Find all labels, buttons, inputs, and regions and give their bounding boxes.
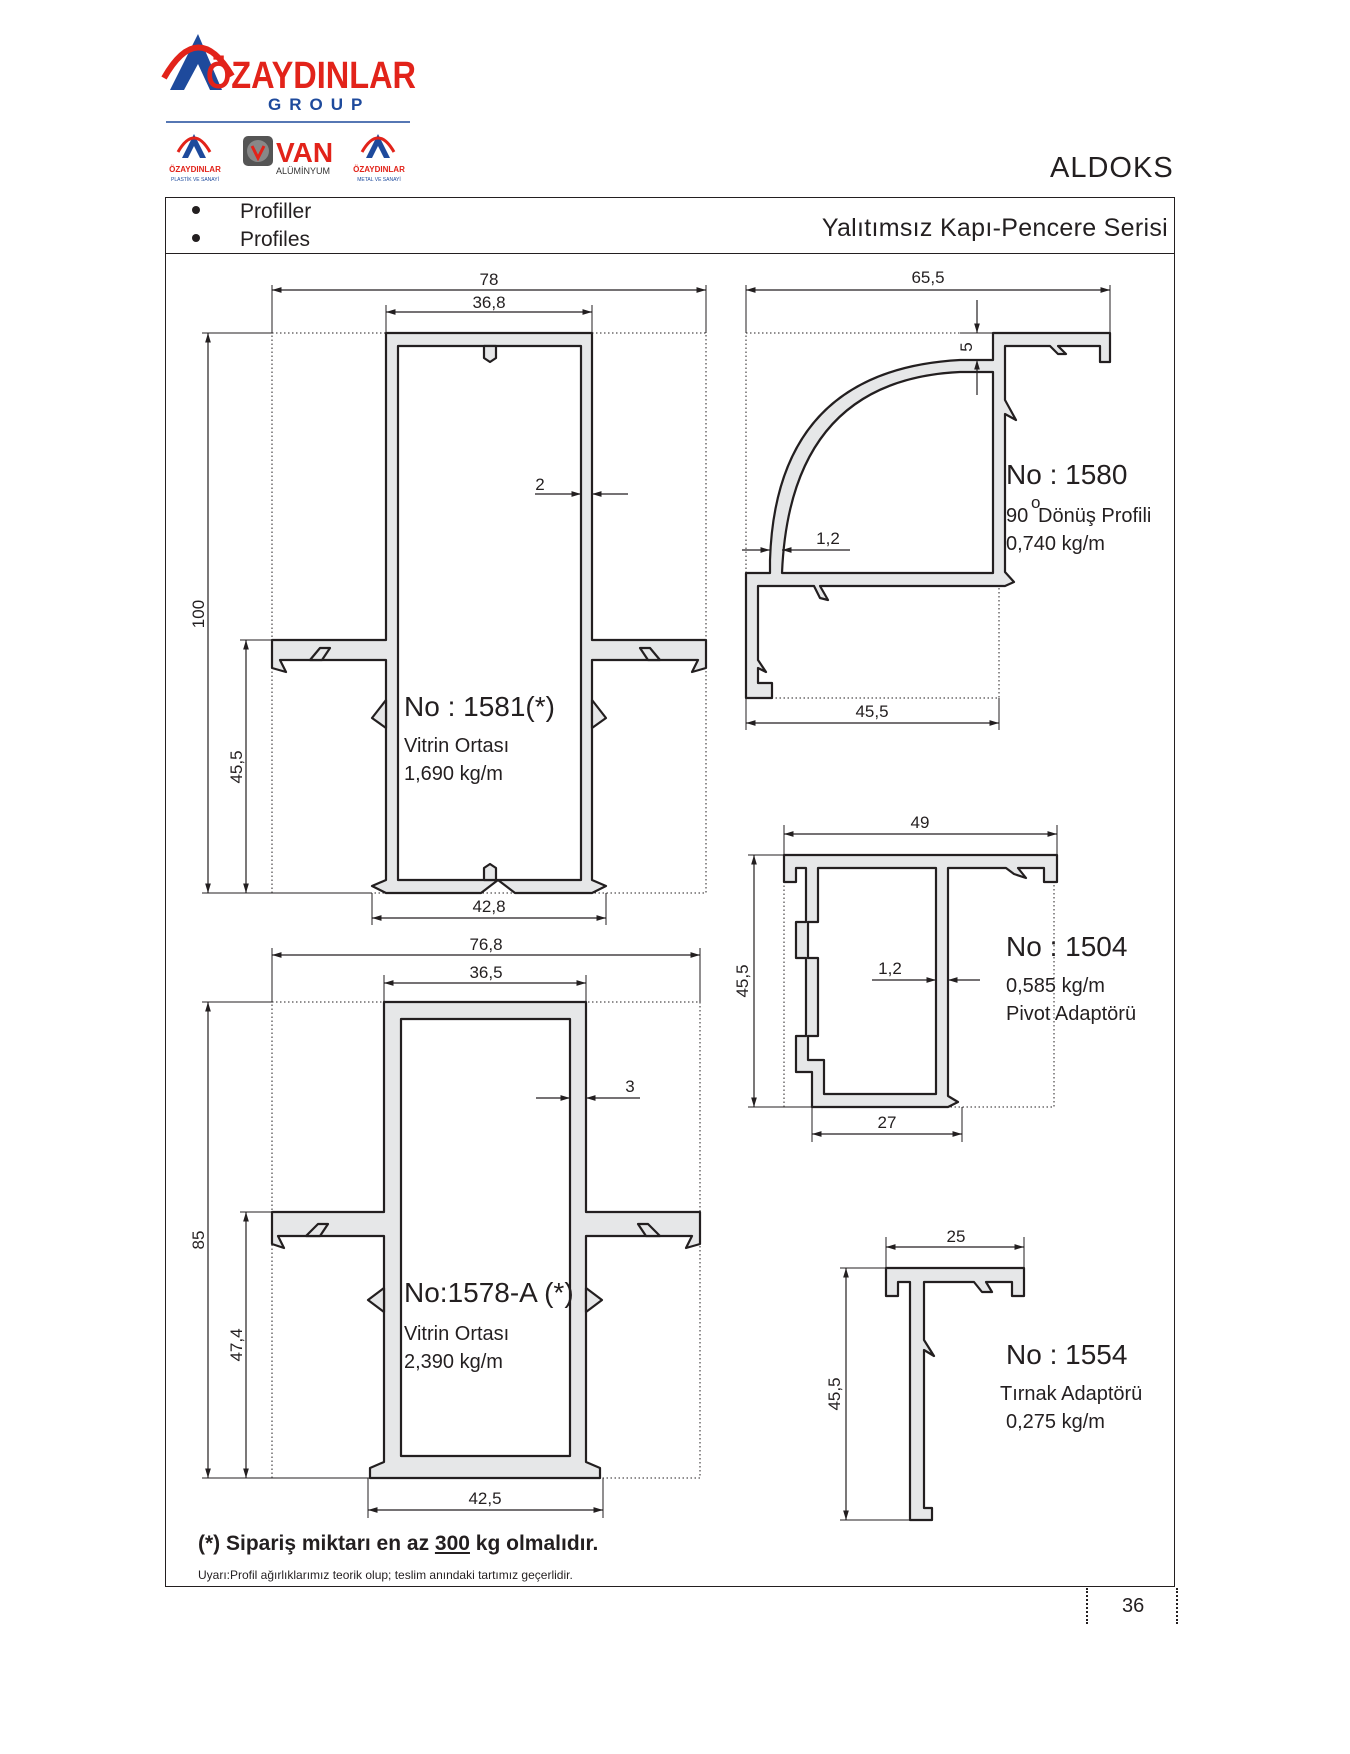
profile-1504: 49 45,5 1,2 27 No : 1504 0,585 kg/m Pivo… xyxy=(733,813,1136,1142)
dim-1580-top: 5 xyxy=(957,342,976,351)
profile-1554-desc: Tırnak Adaptörü xyxy=(1000,1383,1142,1405)
profile-1504-weight: 0,585 kg/m xyxy=(1006,975,1105,997)
dim-1580-width: 65,5 xyxy=(911,268,944,287)
page-number: 36 xyxy=(1122,1595,1145,1617)
dim-1504-height: 45,5 xyxy=(733,964,752,997)
profile-1580: 65,5 5 1,2 45,5 No : 1580 90 o Dönüş Pro… xyxy=(742,268,1151,730)
profile-1581-shape xyxy=(270,331,708,895)
dim-1554-height: 45,5 xyxy=(825,1377,844,1410)
dim-1580-wall: 1,2 xyxy=(816,529,840,548)
min-order-note: (*) Sipariş miktarı en az 300 kg olmalıd… xyxy=(198,1532,599,1555)
dim-1578a-lower: 47,4 xyxy=(227,1328,246,1361)
dim-1554-width: 25 xyxy=(947,1227,966,1246)
dim-1581-wall: 2 xyxy=(535,475,544,494)
bullet-dot-icon xyxy=(192,234,200,243)
bullet-dot-icon xyxy=(192,206,200,215)
ozaydinlar-group-logo: ÖZAYDINLAR GROUP xyxy=(161,34,416,123)
dim-1581-height: 100 xyxy=(189,600,208,628)
profile-1580-desc-deg: 90 xyxy=(1006,505,1028,527)
svg-text:METAL VE SANAYİ: METAL VE SANAYİ xyxy=(357,176,401,183)
ozaydinlar-metal-logo: ÖZAYDINLAR METAL VE SANAYİ xyxy=(353,134,405,183)
svg-text:ÖZAYDINLAR: ÖZAYDINLAR xyxy=(353,165,405,174)
profile-1578a-number: No:1578-A (*) xyxy=(404,1277,574,1308)
profile-1580-weight: 0,740 kg/m xyxy=(1006,533,1105,555)
dim-1578a-height: 85 xyxy=(189,1231,208,1250)
profile-1554-weight: 0,275 kg/m xyxy=(1006,1411,1105,1433)
profile-1578a-shape xyxy=(270,1000,702,1480)
svg-text:ÖZAYDINLAR: ÖZAYDINLAR xyxy=(169,165,221,174)
profile-1580-shape xyxy=(744,331,1112,700)
dim-1578a-wall: 3 xyxy=(625,1077,634,1096)
profile-1554-number: No : 1554 xyxy=(1006,1339,1127,1370)
page-number-divider-right xyxy=(1176,1588,1178,1624)
bullet-item-en: Profiles xyxy=(192,228,310,252)
profile-1504-number: No : 1504 xyxy=(1006,931,1127,962)
profile-1554-shape xyxy=(884,1266,1026,1522)
series-name: ALDOKS xyxy=(1050,152,1174,184)
content-frame xyxy=(165,197,1175,1587)
weight-warning: Uyarı:Profil ağırlıklarımız teorik olup;… xyxy=(198,1568,573,1582)
profile-1581: 78 36,8 100 45,5 2 42,8 No : 1581(*) Vit… xyxy=(189,270,708,925)
profile-1578a: 76,8 36,5 85 47,4 3 42,5 No:1578-A (*) V… xyxy=(189,935,702,1518)
profile-1581-number: No : 1581(*) xyxy=(404,691,555,722)
svg-text:ALÜMİNYUM: ALÜMİNYUM xyxy=(276,166,330,176)
logo-a-mark-icon xyxy=(170,34,222,90)
dim-1504-wall: 1,2 xyxy=(878,959,902,978)
dim-1580-bottom: 45,5 xyxy=(855,702,888,721)
profile-1504-desc: Pivot Adaptörü xyxy=(1006,1003,1136,1025)
page-number-divider-left xyxy=(1086,1588,1088,1624)
svg-text:VAN: VAN xyxy=(276,137,333,168)
van-aluminyum-logo: VAN ALÜMİNYUM xyxy=(243,136,333,176)
dim-1581-lower: 45,5 xyxy=(227,750,246,783)
dim-1581-width: 78 xyxy=(480,270,499,289)
profile-1554: 25 45,5 No : 1554 Tırnak Adaptörü 0,275 … xyxy=(825,1227,1142,1522)
profile-1578a-weight: 2,390 kg/m xyxy=(404,1351,503,1373)
dim-1578a-inner: 36,5 xyxy=(469,963,502,982)
header-divider xyxy=(165,253,1175,254)
logo-main-sub: GROUP xyxy=(268,95,370,114)
bullet-item-tr: Profiller xyxy=(192,200,311,224)
ozaydinlar-plastik-logo: ÖZAYDINLAR PLASTİK VE SANAYİ xyxy=(169,134,221,183)
series-title: Yalıtımsız Kapı-Pencere Serisi xyxy=(821,214,1168,242)
profile-1580-desc: Dönüş Profili xyxy=(1038,505,1151,527)
logo-main-name: ÖZAYDINLAR xyxy=(206,54,416,97)
profile-1580-number: No : 1580 xyxy=(1006,459,1127,490)
profile-1581-desc: Vitrin Ortası xyxy=(404,735,509,757)
dim-1504-bottom: 27 xyxy=(878,1113,897,1132)
dim-1578a-bottom: 42,5 xyxy=(468,1489,501,1508)
profile-1581-weight: 1,690 kg/m xyxy=(404,763,503,785)
dim-1578a-width: 76,8 xyxy=(469,935,502,954)
dim-1504-width: 49 xyxy=(911,813,930,832)
svg-text:PLASTİK VE SANAYİ: PLASTİK VE SANAYİ xyxy=(171,176,219,183)
dim-1581-inner: 36,8 xyxy=(472,293,505,312)
profile-1580-desc-sup: o xyxy=(1031,493,1040,512)
profile-1578a-desc: Vitrin Ortası xyxy=(404,1323,509,1345)
dim-1581-bottom: 42,8 xyxy=(472,897,505,916)
min-order-qty: 300 xyxy=(434,1532,470,1555)
